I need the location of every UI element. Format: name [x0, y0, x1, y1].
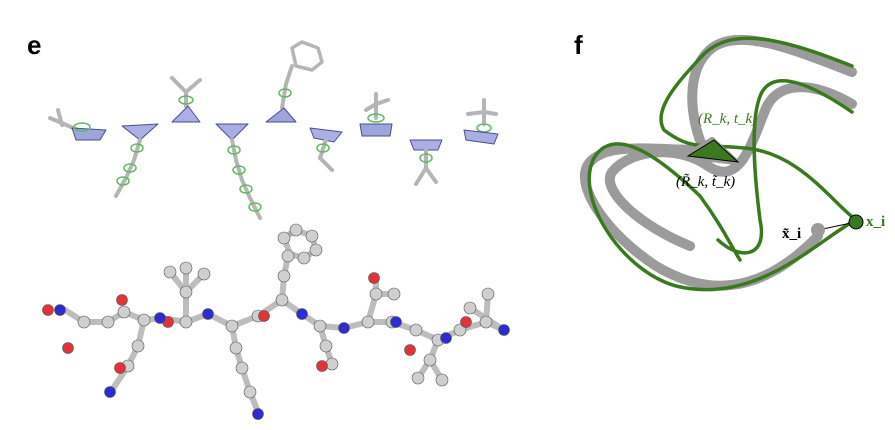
- residue-frame-3: [170, 76, 202, 123]
- predicted-atom-marker: [811, 223, 825, 237]
- true-atom-marker: [848, 214, 864, 230]
- true-frame-label: (R_k, t_k): [698, 111, 757, 127]
- panel-label-f: f: [574, 30, 583, 60]
- predicted-frame-label: (R̃_k, t̃_k): [676, 174, 735, 190]
- panel-label-e: e: [27, 30, 41, 60]
- backbone-comparison: [580, 34, 858, 292]
- true-atom-label: x_i: [866, 214, 885, 230]
- residue-frame-6: [309, 127, 343, 172]
- residue-frames-row: [48, 40, 499, 220]
- residue-frame-2: [114, 123, 159, 198]
- residue-frame-8: [409, 139, 443, 186]
- residue-frame-4: [215, 123, 262, 220]
- true-frame-triangle: [686, 139, 740, 163]
- peptide-atoms: [42, 223, 510, 420]
- predicted-atom-label: x̃_i: [782, 226, 801, 242]
- residue-frame-1: [48, 108, 107, 141]
- ball-and-stick-peptide: [42, 223, 510, 420]
- residue-frame-5: [265, 40, 324, 123]
- residue-frame-7: [359, 92, 393, 137]
- true-backbone-trace: [587, 36, 858, 292]
- residue-frame-9: [463, 98, 499, 145]
